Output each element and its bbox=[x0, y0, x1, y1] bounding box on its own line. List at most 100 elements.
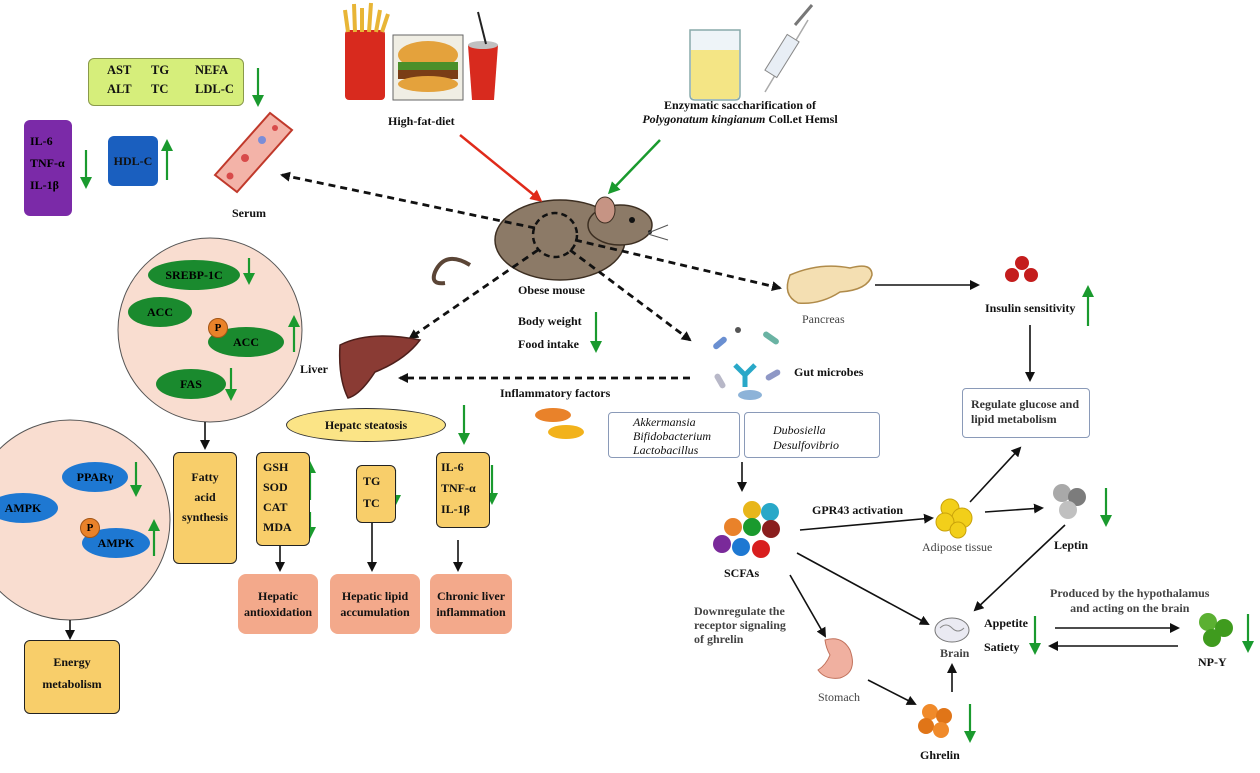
pancreas-label: Pancreas bbox=[802, 312, 845, 326]
serum-markers-box: AST TG NEFA ALT TC LDL-C bbox=[88, 58, 244, 106]
downregulate-line: receptor signaling bbox=[694, 618, 786, 632]
outcome-line: accumulation bbox=[340, 605, 410, 619]
satiety-label: Satiety bbox=[984, 640, 1020, 654]
regulate-line: Regulate glucose and bbox=[971, 397, 1079, 411]
outcome-line: Chronic liver bbox=[436, 588, 506, 603]
treatment-arrow bbox=[607, 139, 661, 195]
food-intake-label: Food intake bbox=[518, 337, 580, 351]
appetite-label: Appetite bbox=[984, 616, 1028, 630]
gut-microbes-icon bbox=[713, 327, 781, 400]
cytokine-tnf: TNF-α bbox=[30, 156, 65, 170]
ghrelin-receptor-label: Downregulate the receptor signaling of g… bbox=[694, 604, 786, 646]
hypothalamus-line: Produced by the hypothalamus bbox=[1050, 586, 1210, 600]
serum-marker: LDL-C bbox=[195, 82, 234, 96]
serum-marker: TC bbox=[151, 82, 169, 96]
fast-food-icon bbox=[343, 2, 498, 101]
gut-microbes-label: Gut microbes bbox=[794, 365, 864, 379]
antiox-markers-box: GSH SOD CAT MDA bbox=[256, 452, 310, 546]
inflammatory-factor-pills bbox=[535, 408, 584, 439]
serum-marker: TG bbox=[151, 63, 170, 77]
blood-vessel-icon bbox=[213, 111, 294, 194]
treatment-suffix: Coll.et Hemsl bbox=[765, 112, 838, 127]
lipid-markers-box: TG TC bbox=[356, 465, 396, 523]
fatty-acid-box: Fatty acid synthesis bbox=[173, 452, 237, 564]
marker-tc: TC bbox=[363, 496, 380, 510]
leptin-to-brain-arrow bbox=[973, 524, 1066, 612]
treatment-species: Polygonatum kingianum bbox=[642, 112, 766, 127]
liver-inflammation-box: Chronic liver inflammation bbox=[430, 574, 512, 634]
energy-line: Energy bbox=[53, 655, 91, 669]
to-serum-arrow bbox=[280, 171, 536, 230]
hepatic-antioxidation-box: Hepatic antioxidation bbox=[238, 574, 318, 634]
acid-line: acid bbox=[194, 490, 216, 504]
fas-enzyme: FAS bbox=[156, 369, 226, 399]
hdl-label: HDL-C bbox=[113, 153, 153, 168]
obese-mouse-label: Obese mouse bbox=[518, 283, 585, 297]
regulate-line: lipid metabolism bbox=[971, 412, 1057, 426]
steatosis-ellipse: Hepatc steatosis bbox=[286, 408, 446, 442]
marker-il1b: IL-1β bbox=[441, 502, 470, 516]
scfa-to-brain-arrow bbox=[796, 552, 930, 625]
adipose-icon bbox=[935, 498, 973, 539]
pparg-enzyme: PPARγ bbox=[62, 462, 128, 492]
hypothalamus-note: Produced by the hypothalamus and acting … bbox=[1050, 586, 1209, 616]
mouse-illustration bbox=[431, 196, 669, 286]
brain-icon bbox=[934, 617, 970, 643]
scfas-label: SCFAs bbox=[724, 566, 760, 580]
outcome-line: antioxidation bbox=[243, 605, 312, 619]
bacteria-bifidobacterium: Bifidobacterium bbox=[633, 429, 711, 443]
gpr43-label: GPR43 activation bbox=[812, 503, 903, 517]
hdl-box: HDL-C bbox=[108, 136, 158, 186]
phospho-ampk-dot: P bbox=[80, 518, 100, 538]
insulin-icon bbox=[1005, 256, 1038, 282]
phospho-acc-dot: P bbox=[208, 318, 228, 338]
decreased-bacteria-box: Dubosiella Desulfovibrio bbox=[744, 412, 880, 458]
fatty-line: Fatty bbox=[191, 470, 219, 484]
marker-il6: IL-6 bbox=[441, 460, 464, 474]
marker-tg: TG bbox=[363, 474, 381, 488]
stomach-label: Stomach bbox=[818, 690, 860, 704]
inflammatory-factors-label: Inflammatory factors bbox=[500, 386, 611, 400]
downregulate-line: Downregulate the bbox=[694, 604, 785, 618]
body-weight-label: Body weight bbox=[518, 314, 582, 328]
marker-mda: MDA bbox=[263, 520, 292, 534]
ghrelin-label: Ghrelin bbox=[920, 748, 960, 762]
insulin-sensitivity-label: Insulin sensitivity bbox=[985, 301, 1076, 315]
hypothalamus-line: and acting on the brain bbox=[1070, 601, 1190, 615]
scfa-to-adipose-arrow bbox=[799, 513, 934, 531]
hfd-arrow bbox=[459, 134, 543, 202]
outcome-line: inflammation bbox=[436, 605, 506, 619]
energy-metabolism-box: Energy metabolism bbox=[24, 640, 120, 714]
synthesis-line: synthesis bbox=[181, 510, 228, 524]
ampk-enzyme: AMPK bbox=[0, 493, 58, 523]
cytokine-il6: IL-6 bbox=[30, 134, 53, 148]
stomach-icon bbox=[817, 638, 853, 679]
high-fat-diet-label: High-fat-diet bbox=[388, 114, 455, 128]
pancreas-icon bbox=[786, 265, 873, 305]
marker-gsh: GSH bbox=[263, 460, 289, 474]
scfa-icon bbox=[713, 501, 780, 558]
serum-marker: ALT bbox=[107, 82, 132, 96]
outcome-line: Hepatic bbox=[257, 588, 298, 603]
leptin-label: Leptin bbox=[1054, 538, 1089, 552]
scfa-to-stomach-arrow bbox=[789, 574, 826, 638]
beaker-icon bbox=[689, 29, 741, 101]
liver-label: Liver bbox=[300, 362, 328, 376]
bacteria-dubosiella: Dubosiella bbox=[773, 423, 826, 437]
adipose-to-regulate-arrow bbox=[969, 446, 1022, 503]
leptin-icon bbox=[1053, 484, 1086, 519]
steatosis-label: Hepatc steatosis bbox=[324, 417, 408, 432]
srebp-enzyme: SREBP-1C bbox=[148, 260, 240, 290]
increased-bacteria-box: Akkermansia Bifidobacterium Lactobacillu… bbox=[608, 412, 740, 458]
to-liver-arrow bbox=[408, 248, 539, 340]
downregulate-line: of ghrelin bbox=[694, 632, 744, 646]
outcome-line: Hepatic lipid bbox=[341, 588, 409, 603]
serum-marker: NEFA bbox=[195, 63, 229, 77]
regulate-metabolism-box: Regulate glucose and lipid metabolism bbox=[962, 388, 1090, 438]
cytokine-il1b: IL-1β bbox=[30, 178, 59, 192]
npy-label: NP-Y bbox=[1198, 655, 1227, 669]
hepatic-lipid-box: Hepatic lipid accumulation bbox=[330, 574, 420, 634]
ghrelin-icon bbox=[918, 704, 952, 738]
inflam-markers-box: IL-6 TNF-α IL-1β bbox=[436, 452, 490, 528]
serum-marker: AST bbox=[107, 63, 132, 77]
